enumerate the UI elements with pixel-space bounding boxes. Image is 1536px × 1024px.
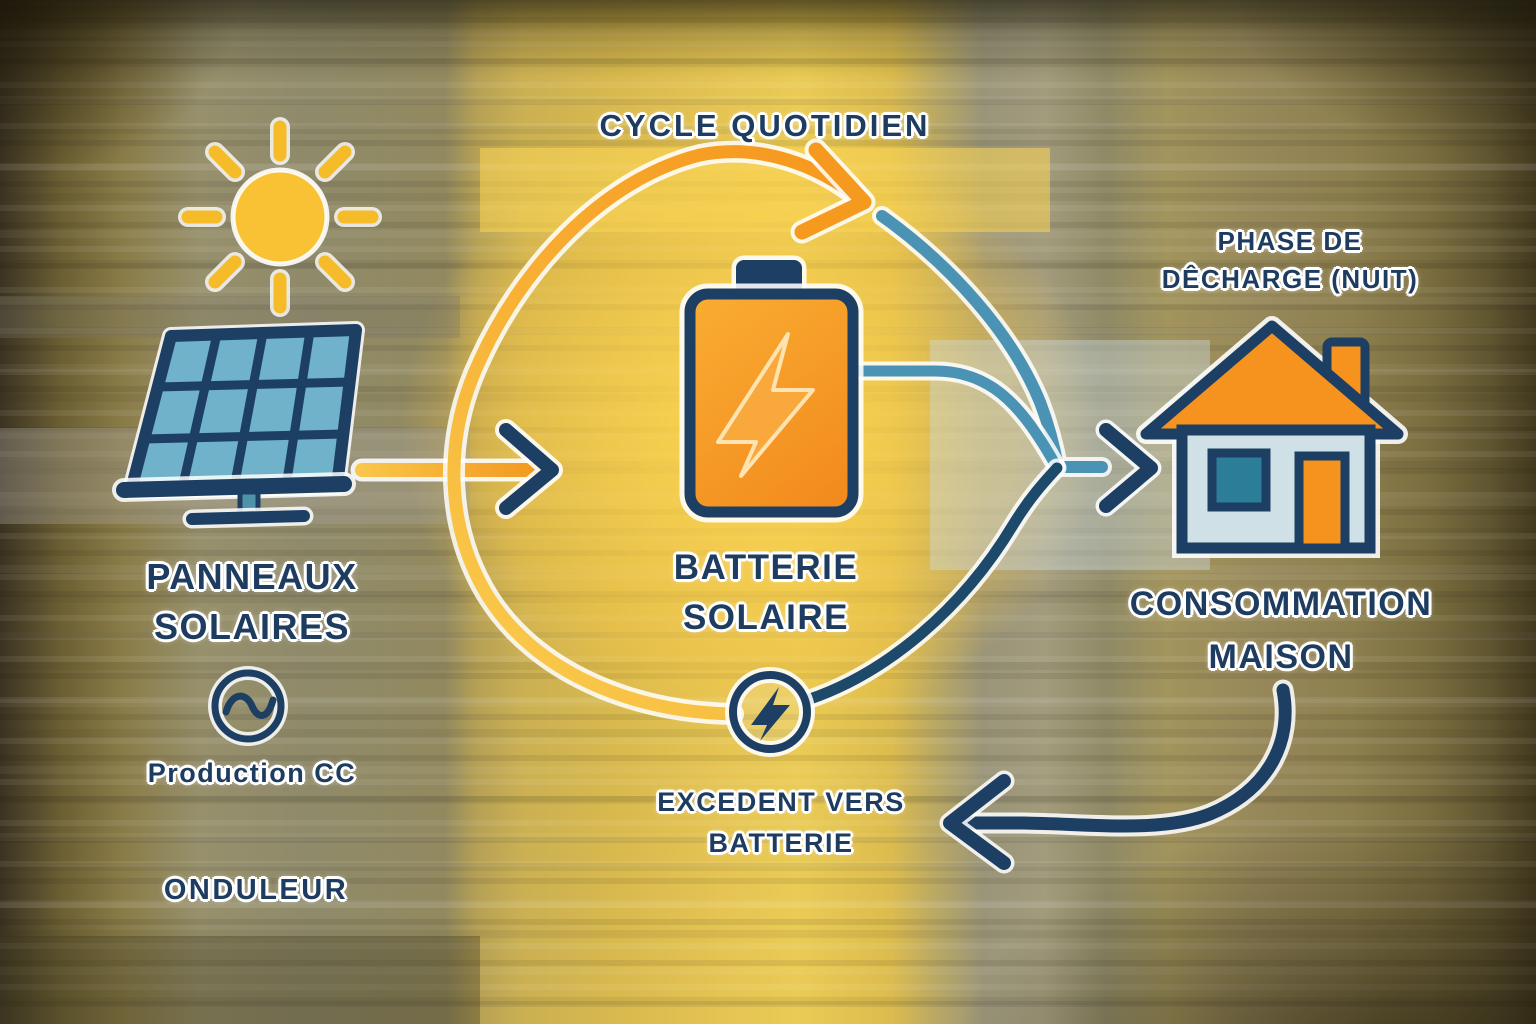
- home-consumption-line2: MAISON: [1208, 638, 1354, 676]
- solar-panels-label: PANNEAUX SOLAIRES: [146, 552, 357, 652]
- discharge-phase-line2: DÊCHARGE (NUIT): [1161, 264, 1419, 294]
- ac-wave-icon: [208, 666, 288, 746]
- home-consumption-label: CONSOMMATION MAISON: [1130, 578, 1433, 684]
- discharge-phase-label: PHASE DE DÊCHARGE (NUIT): [1162, 222, 1419, 298]
- discharge-phase-line1: PHASE DE: [1217, 226, 1363, 256]
- cycle-title: CYCLE QUOTIDIEN: [599, 108, 931, 143]
- solar-panels-line2: SOLAIRES: [153, 606, 351, 647]
- cycle-lower-arc: [797, 458, 1067, 710]
- excess-line1: EXCEDENT VERS: [657, 787, 905, 817]
- excess-line2: BATTERIE: [708, 828, 854, 858]
- daily-cycle-discharge-arc: [872, 206, 1112, 477]
- battery-icon: [679, 255, 864, 523]
- excess-return-arrow: [939, 679, 1296, 874]
- inverter-label: ONDULEUR: [163, 874, 349, 906]
- house-feed-arrowhead: [1095, 419, 1162, 517]
- home-consumption-line1: CONSOMMATION: [1129, 585, 1433, 623]
- house-icon: [1136, 316, 1408, 558]
- daily-cycle-charge-arc: [442, 138, 876, 725]
- solar-panels-line1: PANNEAUX: [146, 556, 358, 597]
- excess-to-battery-label: EXCEDENT VERS BATTERIE: [657, 782, 905, 864]
- battery-to-house-line: [843, 361, 1066, 476]
- battery-line2: SOLAIRE: [682, 598, 850, 637]
- dc-production-label: Production CC: [147, 758, 357, 788]
- battery-label: BATTERIE SOLAIRE: [674, 543, 858, 643]
- sun-icon: [178, 117, 382, 317]
- bolt-circle-icon: [725, 667, 815, 757]
- solar-panel-icon: [112, 321, 365, 529]
- battery-line1: BATTERIE: [673, 548, 859, 587]
